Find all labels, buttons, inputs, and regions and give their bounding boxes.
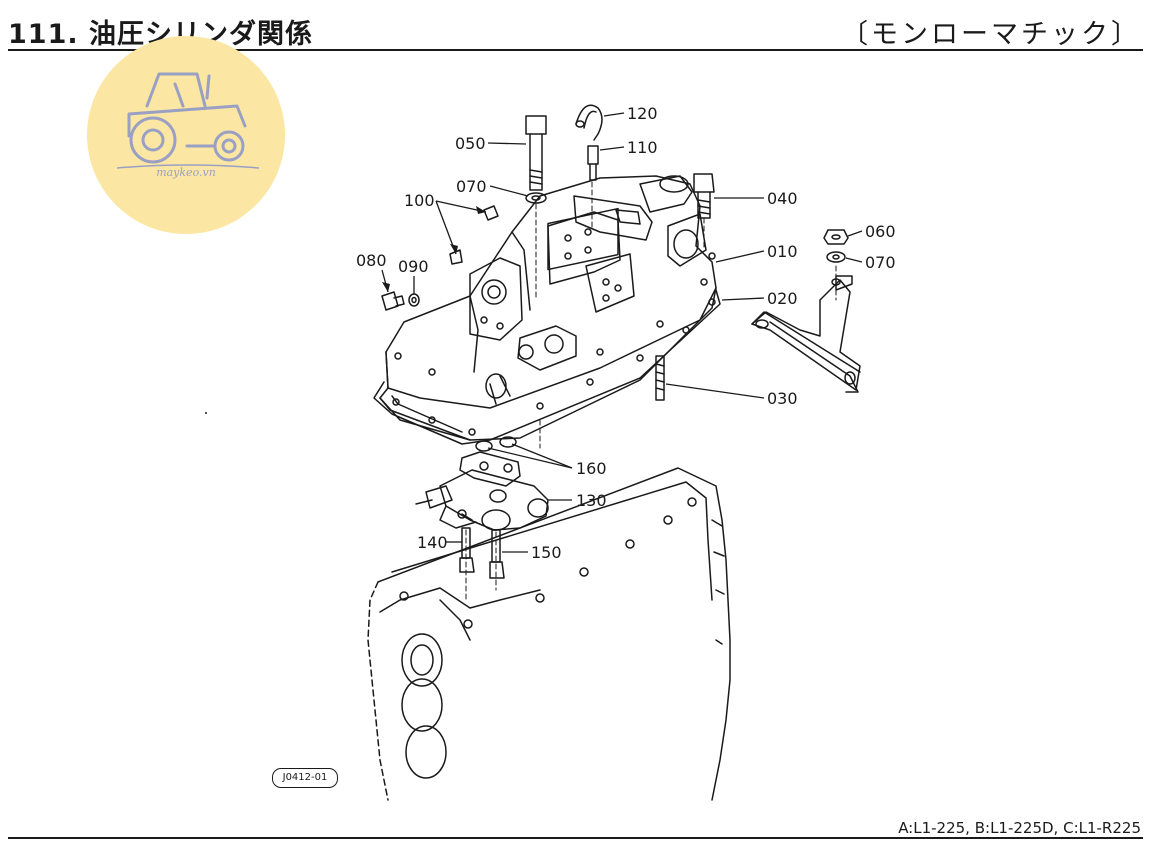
callout-label: 100 bbox=[404, 191, 435, 210]
callout-label: 090 bbox=[398, 257, 429, 276]
header-rule bbox=[8, 49, 1143, 51]
transmission-case bbox=[367, 467, 731, 801]
fitting-110 bbox=[587, 145, 599, 181]
hose-fitting-120 bbox=[575, 104, 603, 141]
model-applicability: A:L1-225, B:L1-225D, C:L1-R225 bbox=[898, 819, 1141, 837]
nut-060 bbox=[823, 229, 849, 245]
bolt-140 bbox=[459, 527, 475, 573]
washer-070b bbox=[826, 251, 846, 263]
stud-030 bbox=[655, 355, 665, 401]
callout-label: 050 bbox=[455, 134, 486, 153]
callout-label: 020 bbox=[767, 289, 798, 308]
lift-arm bbox=[751, 275, 861, 393]
bolt-150 bbox=[489, 529, 505, 579]
callout-label: 080 bbox=[356, 251, 387, 270]
washer-090 bbox=[408, 293, 420, 307]
callout-label: 120 bbox=[627, 104, 658, 123]
drawing-code: J0412-01 bbox=[272, 768, 338, 788]
callout-label: 130 bbox=[576, 491, 607, 510]
gasket bbox=[373, 289, 721, 445]
tractor-icon bbox=[116, 72, 260, 169]
plug-080 bbox=[381, 291, 405, 311]
callout-label: 150 bbox=[531, 543, 562, 562]
page-header: 111. 油圧シリンダ関係 〔モンローマチック〕 bbox=[8, 10, 1143, 50]
callout-label: 070 bbox=[456, 177, 487, 196]
valve-block bbox=[415, 451, 549, 531]
cylinder-housing bbox=[379, 175, 717, 441]
bolt-050 bbox=[525, 115, 547, 191]
bolt-040 bbox=[693, 173, 715, 219]
callout-label: 140 bbox=[417, 533, 448, 552]
leader-arrowheads bbox=[382, 206, 486, 292]
o-rings-160 bbox=[475, 436, 517, 452]
watermark-text: maykeo.vn bbox=[156, 166, 216, 179]
washer-070 bbox=[525, 192, 547, 204]
footer-rule bbox=[8, 837, 1143, 839]
callout-label: 010 bbox=[767, 242, 798, 261]
plug-100 bbox=[449, 205, 499, 265]
callout-label: 040 bbox=[767, 189, 798, 208]
callout-label: 110 bbox=[627, 138, 658, 157]
callout-label: 060 bbox=[865, 222, 896, 241]
callout-label: 070 bbox=[865, 253, 896, 272]
page-subtitle: 〔モンローマチック〕 bbox=[841, 19, 1141, 50]
callout-label: 160 bbox=[576, 459, 607, 478]
callout-label: 030 bbox=[767, 389, 798, 408]
watermark-logo: maykeo.vn bbox=[87, 36, 285, 234]
